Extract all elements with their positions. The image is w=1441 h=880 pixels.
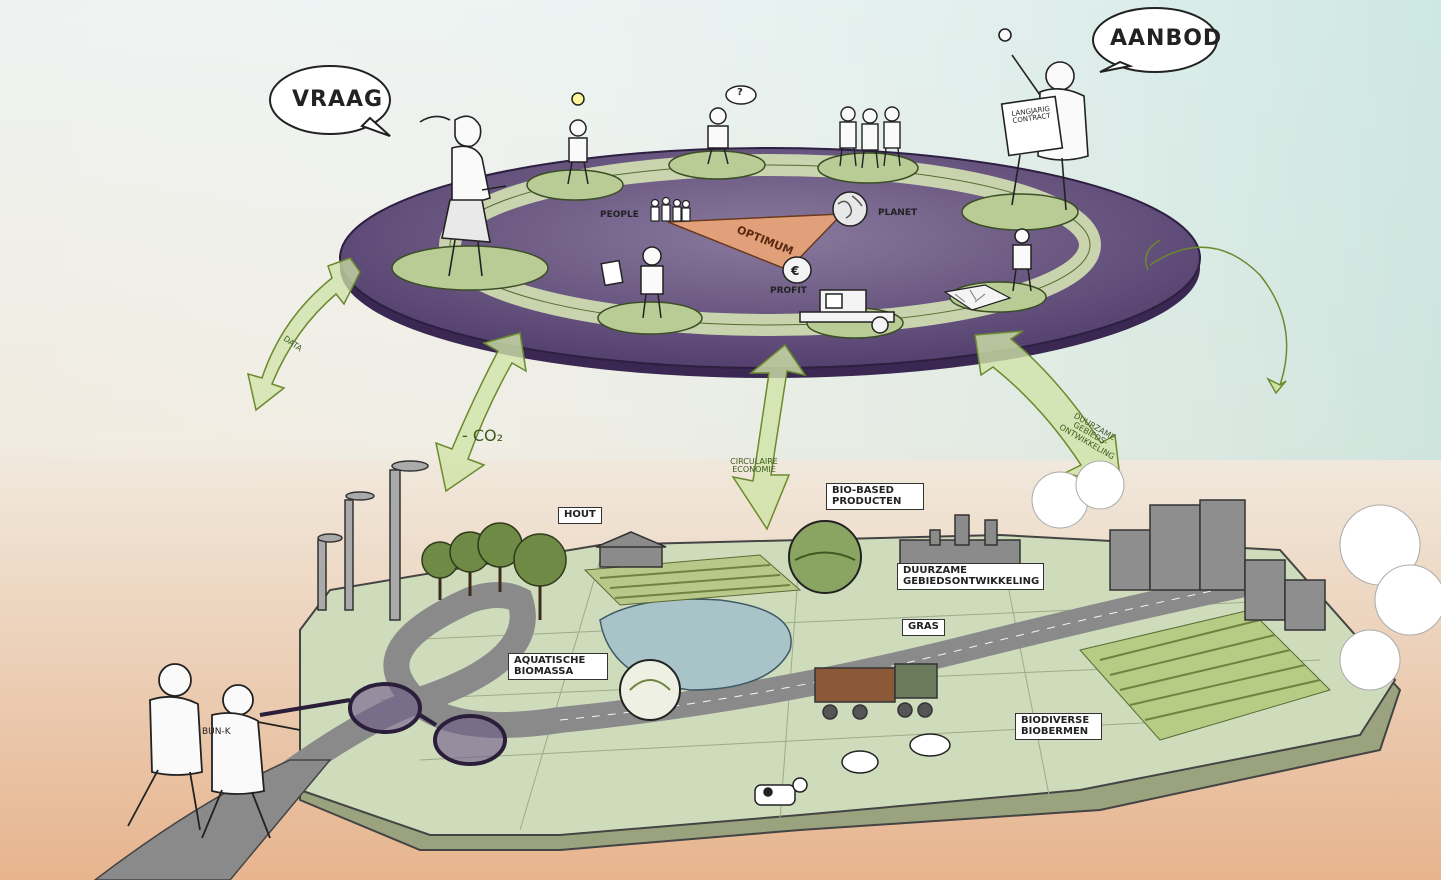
loop-arrow [1145,239,1288,395]
walking-couple [127,663,301,839]
timber-truck-icon [814,663,938,720]
aanbod-bubble [1092,7,1218,73]
data-arrow [246,257,361,412]
magnifier-grass [788,520,862,594]
man-figure-idea [567,92,589,185]
planet-label: PLANET [878,208,918,218]
lamp-posts [317,460,429,621]
platform: € [339,147,1201,378]
map-icon [943,284,1012,311]
group-figures [839,106,901,169]
svg-text:€: € [790,264,799,278]
city-buildings [1109,499,1326,631]
optimum-triangle [667,213,844,271]
man-figure-right [1012,228,1032,292]
magnifier-aquatic [619,659,681,721]
people-icon [650,196,691,222]
gras-label: GRAS [902,619,945,636]
question-mark-label: ? [737,87,743,98]
man-figure-contract [998,28,1089,211]
woman-figure [419,115,507,277]
biobased-label: BIO-BASED PRODUCTEN [826,483,924,510]
tractor-icon [799,289,895,334]
co2-arrow-label: - CO₂ [462,426,504,445]
duurzame-gebied-label: DUURZAME GEBIEDSONTWIKKELING [897,563,1044,590]
aquatische-label: AQUATISCHE BIOMASSA [508,653,608,680]
landscape [93,460,1441,880]
shirt-label: BUN-K [202,727,231,737]
planet-globe-icon [832,191,868,227]
clouds [1031,460,1441,691]
man-figure-paper [600,246,664,319]
vraag-label: VRAAG [292,87,384,112]
circulaire-arrow-label: CIRCULAIRE ECONOMIE [730,457,778,475]
money-bag-icon: € [782,256,812,284]
profit-label: PROFIT [770,286,807,296]
hout-label: HOUT [558,507,602,524]
biodiverse-label: BIODIVERSE BIOBERMEN [1015,713,1102,740]
cow-icon [754,777,808,806]
aanbod-label: AANBOD [1110,26,1223,51]
man-figure-question [707,85,757,165]
sheep-icon [841,733,951,774]
circulaire-arrow [731,343,807,531]
people-label: PEOPLE [600,210,639,220]
glasses-icon [259,682,507,766]
co2-arrow [434,332,527,493]
barn-icon [595,531,667,568]
vraag-bubble [269,65,391,137]
